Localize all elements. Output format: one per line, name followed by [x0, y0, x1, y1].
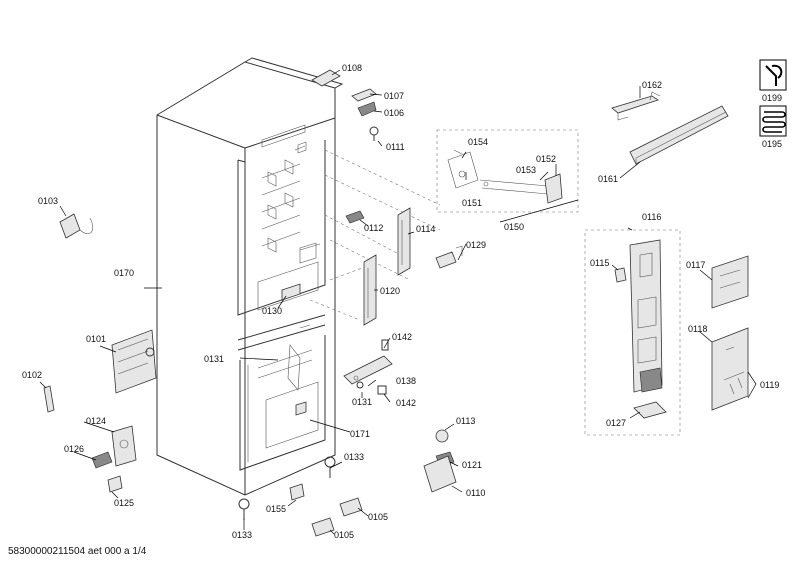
part-0161-profile [629, 105, 729, 165]
part-0113 [435, 429, 449, 443]
callout-0117: 0117 [686, 260, 705, 270]
part-0107 [351, 88, 377, 102]
callout-0115: 0115 [590, 258, 609, 268]
heating-coil-icon [759, 105, 787, 137]
part-0126 [91, 451, 113, 469]
callout-0107: 0107 [384, 91, 404, 101]
callout-0142: 0142 [392, 332, 412, 342]
callout-0103: 0103 [38, 196, 58, 206]
part-0155 [289, 483, 305, 501]
callout-0114: 0114 [416, 224, 435, 234]
part-0120-strip [363, 254, 377, 326]
part-0103-plug [59, 213, 93, 239]
part-0142-screw-b [377, 385, 387, 395]
callout-0126: 0126 [64, 444, 84, 454]
callout-0131: 0131 [352, 397, 372, 407]
callout-0118: 0118 [688, 324, 707, 334]
part-0142-screw-a [381, 339, 389, 351]
callout-labels: 0108 0107 0106 0111 0112 0114 0120 0129 … [22, 63, 782, 540]
part-0117-panel [711, 255, 749, 309]
callout-0112: 0112 [364, 223, 383, 233]
leader-lines [39, 69, 757, 535]
callout-0106: 0106 [384, 108, 404, 118]
callout-0153: 0153 [516, 165, 536, 175]
part-0105-hinge-b [311, 517, 335, 537]
callout-0119: 0119 [760, 380, 779, 390]
callout-0105: 0105 [334, 530, 354, 540]
group-box-0116 [584, 229, 681, 436]
callout-0105: 0105 [368, 512, 388, 522]
callout-0124: 0124 [86, 416, 106, 426]
callout-0120: 0120 [380, 286, 400, 296]
service-wrench-icon [759, 59, 787, 91]
part-0105-hinge-a [339, 497, 363, 517]
callout-0113: 0113 [456, 416, 475, 426]
part-0131-screw [356, 381, 364, 389]
callout-0150: 0150 [504, 222, 524, 232]
part-0118-panel [711, 327, 749, 411]
part-0133-foot-b [238, 498, 250, 520]
callout-0121: 0121 [462, 460, 482, 470]
part-0106 [357, 101, 377, 117]
part-0125 [107, 475, 123, 493]
callout-0195: 0195 [762, 139, 782, 149]
callout-0170: 0170 [114, 268, 134, 278]
callout-0127: 0127 [606, 418, 626, 428]
part-0111-screw [369, 126, 379, 141]
callout-0152: 0152 [536, 154, 556, 164]
callout-0142: 0142 [396, 398, 416, 408]
group-box-0150 [436, 129, 579, 213]
callout-0161: 0161 [598, 174, 618, 184]
callout-0199: 0199 [762, 93, 782, 103]
callout-0102: 0102 [22, 370, 42, 380]
callout-0162: 0162 [642, 80, 662, 90]
part-0124-module [111, 425, 137, 467]
callout-0155: 0155 [266, 504, 286, 514]
fridge-cabinet [156, 57, 344, 496]
callout-0151: 0151 [462, 198, 482, 208]
drawing-number: 58300000211504 aet 000 a 1/4 [8, 546, 147, 557]
callout-0129: 0129 [466, 240, 486, 250]
part-0110-bracket [423, 455, 457, 493]
callout-0138: 0138 [396, 376, 416, 386]
part-0133-foot-a [324, 456, 336, 478]
callout-0111: 0111 [386, 142, 405, 152]
part-0138-bracket [343, 355, 393, 385]
callout-0154: 0154 [468, 137, 488, 147]
part-0112 [345, 210, 365, 224]
callout-0131: 0131 [204, 354, 224, 364]
part-0101-plate [111, 329, 157, 394]
callout-0101: 0101 [86, 334, 106, 344]
callout-0108: 0108 [342, 63, 362, 73]
callout-0133: 0133 [232, 530, 252, 540]
callout-0125: 0125 [114, 498, 134, 508]
part-0129 [435, 245, 463, 269]
part-0102 [43, 385, 55, 413]
part-0114-strip [397, 207, 411, 276]
callout-0116: 0116 [642, 212, 661, 222]
part-0162-bracket [611, 91, 661, 121]
callout-0130: 0130 [262, 306, 282, 316]
callout-0110: 0110 [466, 488, 485, 498]
callout-0133: 0133 [344, 452, 364, 462]
callout-0171: 0171 [350, 429, 370, 439]
